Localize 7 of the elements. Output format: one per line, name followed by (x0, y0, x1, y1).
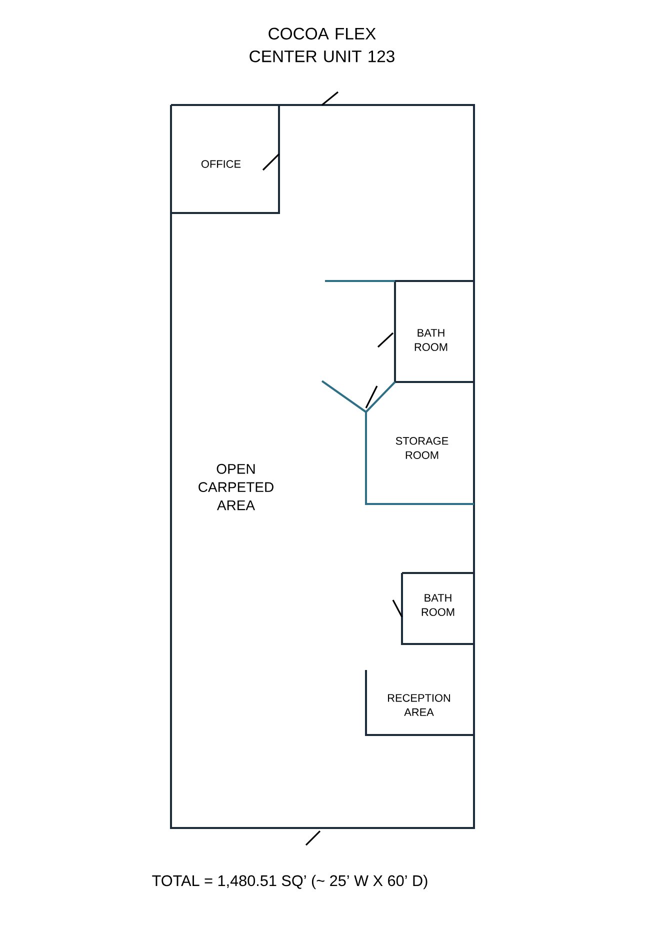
room: RECEPTION AREA (365, 670, 474, 736)
caption: TOTAL = 1,480.51 SQ’ (~ 25’ W X 60’ D) (152, 874, 428, 890)
room: STORAGE ROOM (321, 380, 474, 505)
room: OFFICE (171, 104, 280, 214)
room: BATH ROOM (401, 572, 475, 645)
title: COCOA FLEX CENTER UNIT 123 (250, 28, 394, 62)
room: BATH ROOM (394, 280, 475, 383)
